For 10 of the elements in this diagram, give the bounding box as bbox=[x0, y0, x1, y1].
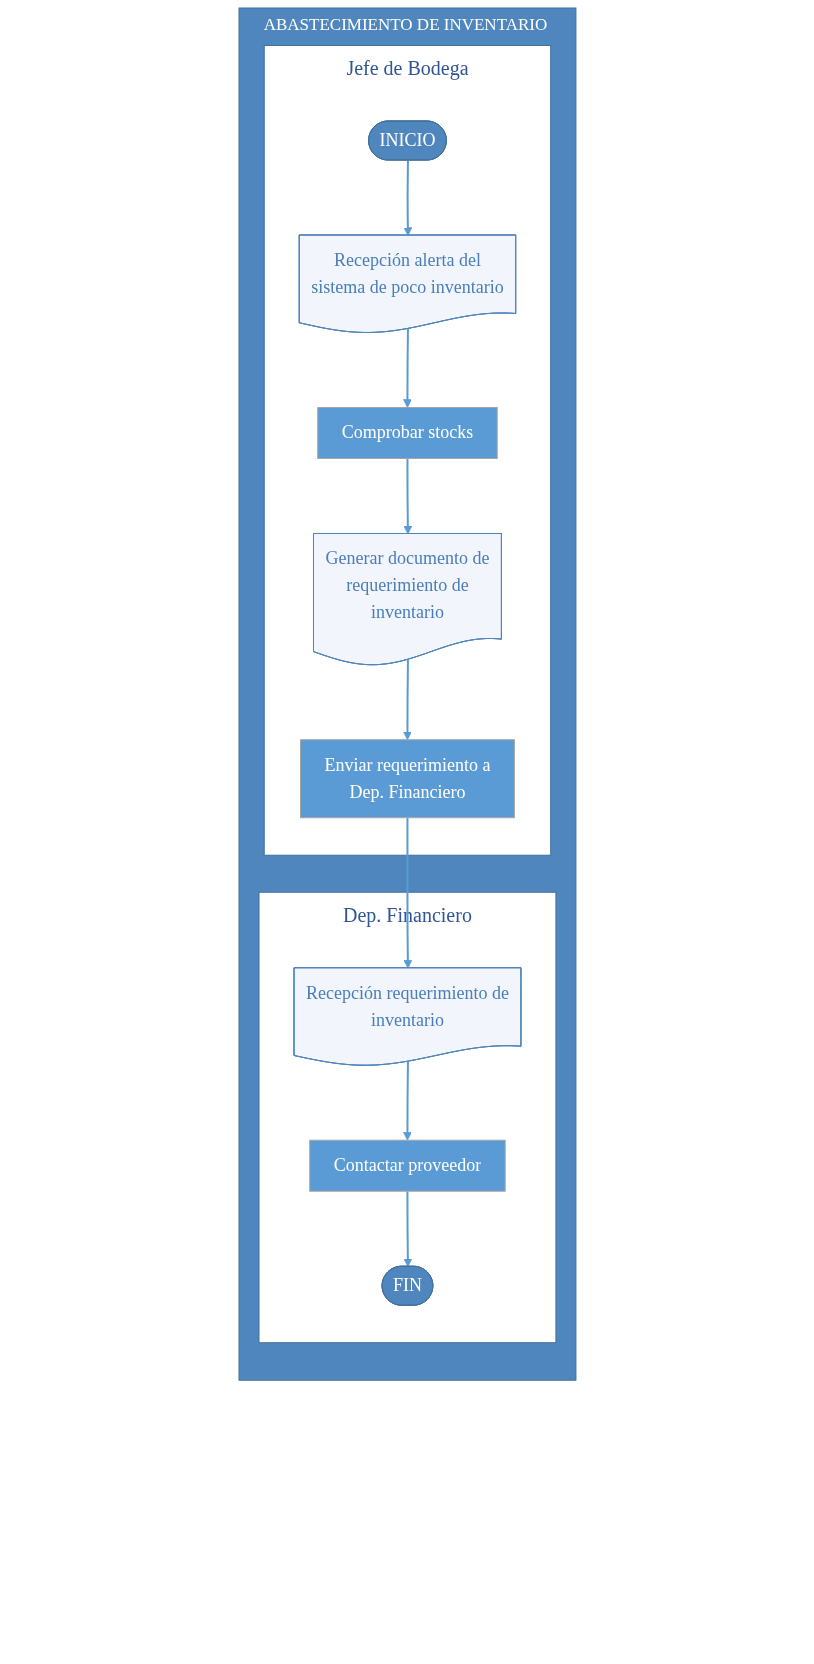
arrow bbox=[403, 816, 412, 969]
arrow bbox=[403, 1190, 412, 1268]
arrow bbox=[403, 159, 412, 236]
node-box: Contactar proveedor bbox=[308, 1139, 506, 1192]
node-box: Comprobar stocks bbox=[316, 407, 498, 459]
arrow bbox=[403, 457, 412, 535]
node-box: Enviar requerimiento a Dep. Financiero bbox=[299, 739, 515, 819]
arrow bbox=[402, 328, 412, 408]
arrow bbox=[402, 658, 412, 741]
arrow bbox=[402, 1060, 412, 1141]
